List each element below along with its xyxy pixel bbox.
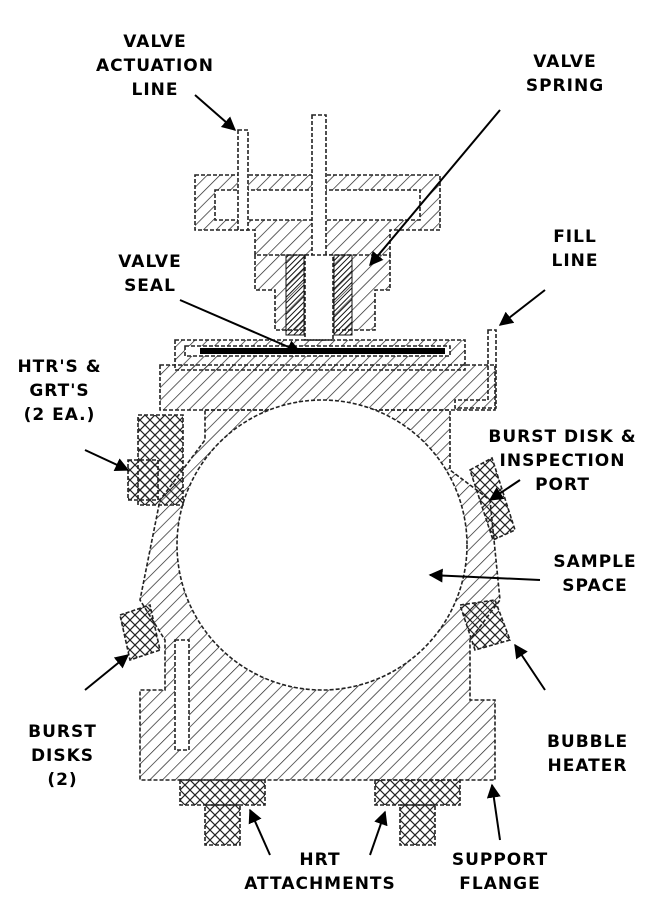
label-valve-spring: VALVE SPRING	[525, 52, 605, 96]
label-support-flange: SUPPORT FLANGE	[451, 850, 549, 894]
label-bubble-heater: BUBBLE HEATER	[546, 732, 629, 776]
bubble-heater-port	[458, 599, 512, 651]
valve-seal	[200, 348, 445, 354]
label-hrt-attachments: HRT ATTACHMENTS	[244, 850, 396, 894]
label-valve-actuation-line: VALVE ACTUATION LINE	[96, 32, 214, 100]
arrow-fill-line	[498, 289, 546, 326]
arrow-hrt-right	[369, 810, 388, 856]
label-valve-seal: VALVE SEAL	[118, 252, 182, 296]
cell-body	[139, 399, 501, 781]
label-sample-space: SAMPLE SPACE	[553, 552, 637, 596]
hrt-attachment-right	[374, 779, 461, 846]
valve-spring	[285, 254, 353, 336]
valve-actuation-line	[237, 129, 249, 231]
arrow-htrs-grts	[84, 449, 130, 472]
arrow-valve-actuation-line	[194, 94, 237, 131]
label-htrs-grts: HTR'S & GRT'S (2 EA.)	[17, 357, 102, 425]
arrow-burst-disks	[84, 654, 130, 691]
label-burst-disks: BURST DISKS (2)	[28, 722, 97, 790]
arrow-hrt-left	[248, 808, 271, 856]
label-burst-disk-inspection-port: BURST DISK & INSPECTION PORT	[488, 427, 637, 495]
arrow-valve-spring	[369, 109, 501, 267]
arrow-support-flange	[486, 783, 501, 841]
arrow-sample-space	[428, 568, 541, 583]
arrow-valve-seal	[179, 299, 302, 354]
arrow-burst-disk-inspection	[488, 479, 521, 501]
hrt-attachment-left	[179, 779, 266, 846]
burst-disk-left	[119, 603, 161, 662]
heater-block	[127, 414, 184, 506]
arrow-bubble-heater	[514, 643, 546, 691]
label-fill-line: FILL LINE	[551, 227, 599, 271]
